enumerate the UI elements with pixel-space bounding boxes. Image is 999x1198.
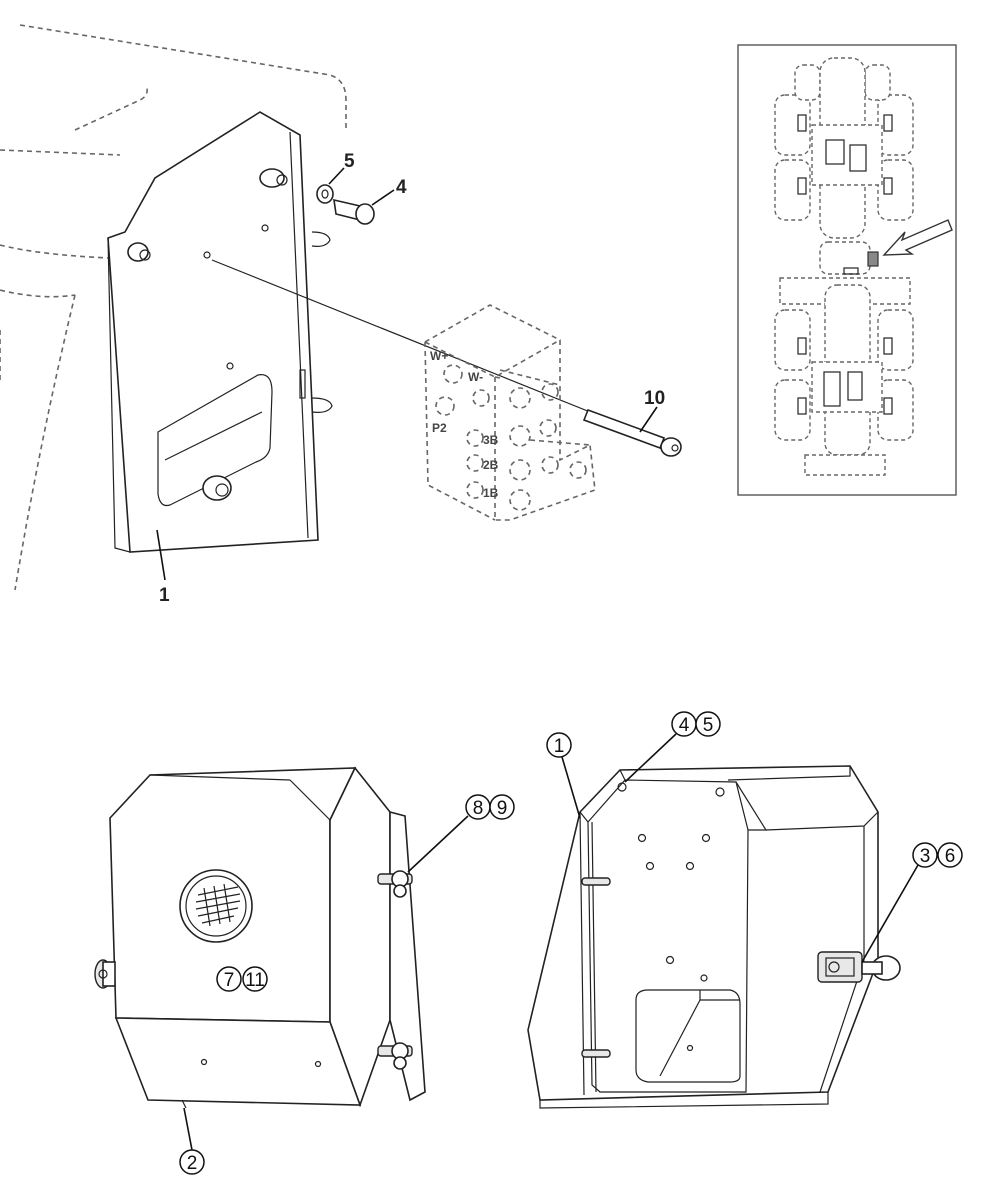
port-label-3b: 3B: [483, 433, 499, 447]
port-label-1b: 1B: [483, 486, 499, 500]
callout-1: 1: [159, 585, 170, 606]
gauge-marking: [195, 883, 241, 927]
callout-rear-1: 1: [546, 732, 581, 819]
cover-rear-view: [527, 765, 901, 1109]
callout-7: 7: [224, 970, 235, 991]
leader-5: [328, 167, 345, 185]
port-label-w-plus: W+: [430, 349, 448, 363]
callout-rear-4: 4: [679, 715, 690, 736]
valve-block: [424, 304, 596, 521]
callout-11: 11: [245, 970, 265, 991]
port-label-w-minus: W-: [468, 370, 483, 384]
port-label-2b: 2B: [483, 458, 499, 472]
callout-rear-3-6: 3 6: [861, 842, 963, 963]
vehicle-body-outline: [0, 24, 347, 591]
callout-rear-1-text: 1: [554, 736, 565, 757]
bolt-10: [582, 408, 682, 457]
callout-2: 2: [187, 1153, 198, 1174]
callout-front-8-9: 8 9: [407, 794, 515, 873]
callout-10: 10: [644, 388, 665, 409]
mounting-plate: [107, 111, 333, 553]
callout-5: 5: [344, 151, 355, 172]
callout-8: 8: [473, 798, 484, 819]
alignment-line: [211, 259, 611, 421]
leader-4: [371, 189, 395, 206]
callout-9: 9: [497, 798, 508, 819]
callout-front-7-11: 7 11: [216, 966, 268, 992]
exploded-view: W+ W- P2 3B 2B 1B 5 4 10 1: [0, 24, 682, 606]
cover-front-view: [94, 766, 426, 1109]
callout-rear-4-5: 4 5: [624, 711, 721, 783]
callout-rear-3: 3: [920, 846, 931, 867]
leader-10: [639, 406, 658, 433]
leader-1: [156, 529, 166, 581]
callout-front-2: 2: [179, 1107, 205, 1175]
washer-5: [316, 184, 334, 204]
bolt-4: [333, 198, 375, 225]
port-label-p2: P2: [432, 421, 447, 435]
callout-rear-6: 6: [945, 846, 956, 867]
callout-rear-5: 5: [703, 715, 714, 736]
locator-inset: [737, 44, 957, 496]
callout-4: 4: [396, 177, 407, 198]
